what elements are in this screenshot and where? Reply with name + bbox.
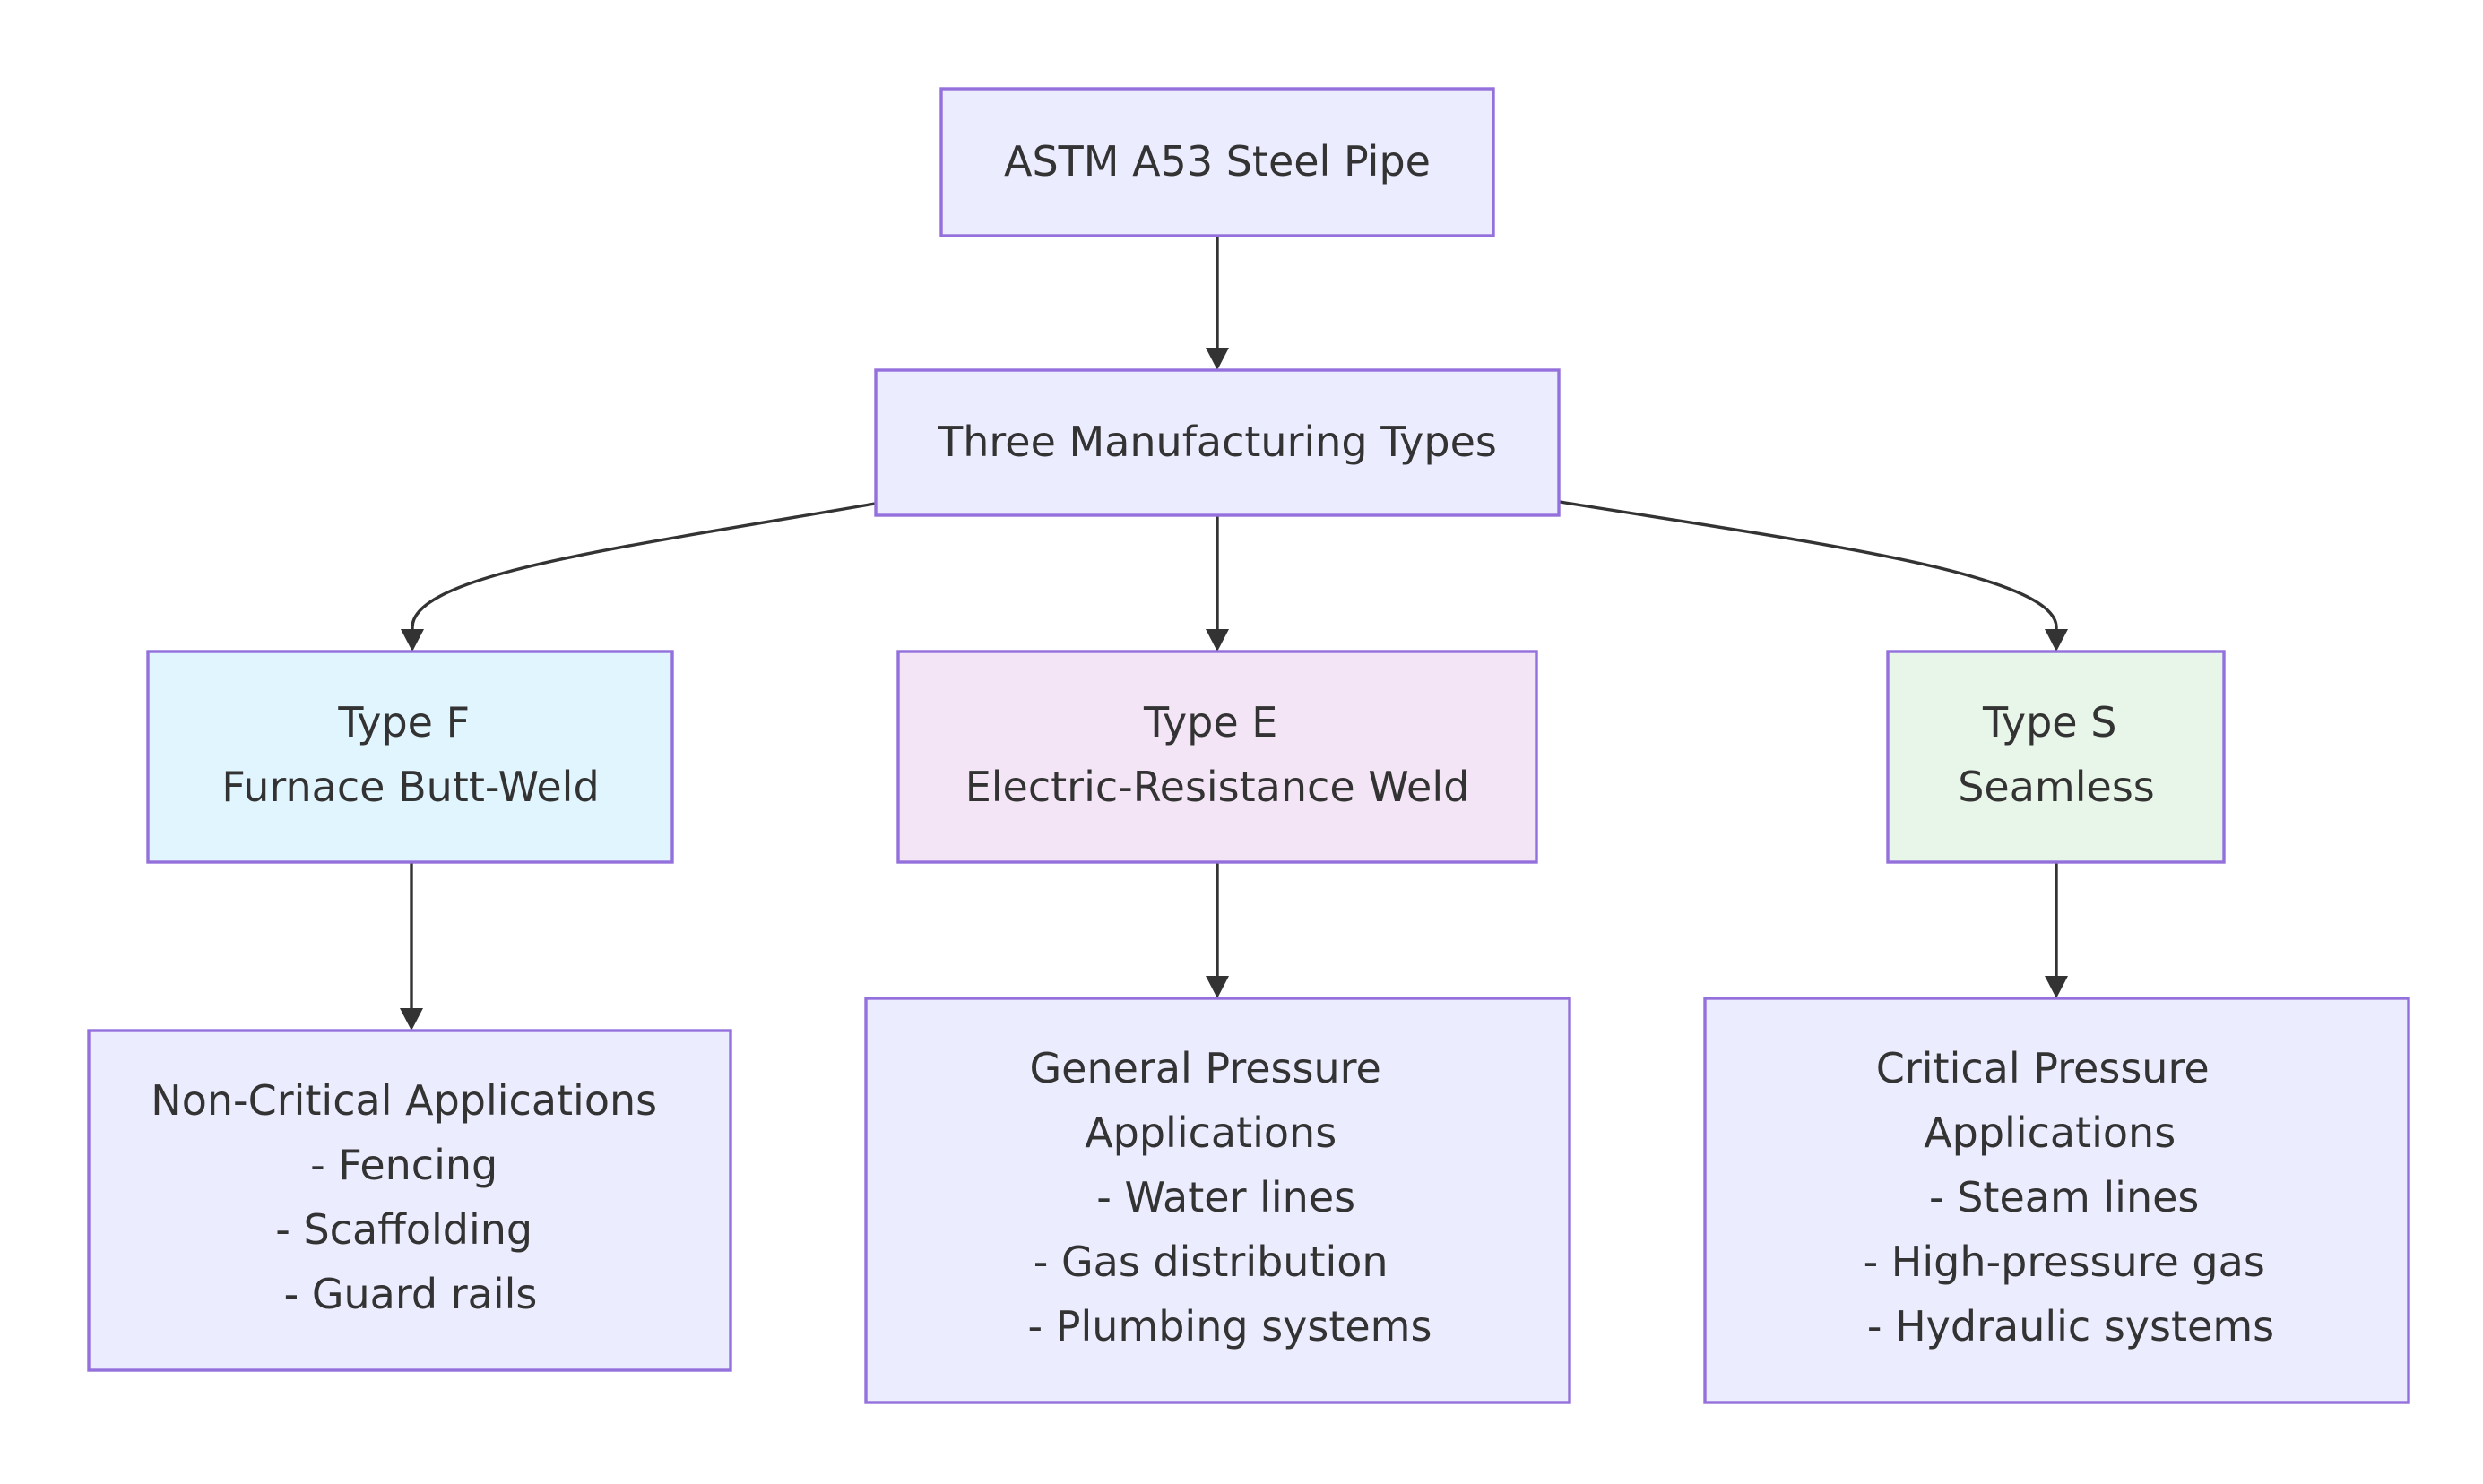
arrowhead-type-s-to-app-s: [2045, 976, 2068, 998]
node-type-f: Type F Furnace Butt-Weld: [146, 650, 674, 864]
arrowhead-types-to-type-e: [1206, 629, 1229, 651]
node-type-f-label: Type F Furnace Butt-Weld: [221, 698, 599, 811]
node-app-f-box: [87, 1029, 732, 1372]
node-type-e: Type E Electric-Resistance Weld: [896, 650, 1538, 864]
arrowhead-types-to-type-f: [401, 629, 424, 651]
arrowhead-type-f-to-app-f: [400, 1008, 423, 1031]
node-app-e-box: [864, 997, 1571, 1404]
node-app-f-label: Non-Critical Applications - Fencing - Sc…: [151, 1076, 670, 1318]
node-root-label: ASTM A53 Steel Pipe: [1004, 137, 1431, 186]
node-type-s: Type S Seamless: [1886, 650, 2226, 864]
node-type-f-box: [146, 650, 674, 864]
node-type-e-label: Type E Electric-Resistance Weld: [965, 698, 1470, 811]
node-root: ASTM A53 Steel Pipe: [939, 87, 1495, 237]
node-app-s-box: [1703, 997, 2410, 1404]
node-type-s-box: [1886, 650, 2226, 864]
node-app-s: Critical Pressure Applications - Steam l…: [1703, 997, 2410, 1404]
node-app-e-label: General Pressure Applications - Water li…: [1028, 1044, 1432, 1350]
node-types: Three Manufacturing Types: [874, 368, 1561, 517]
arrowhead-type-e-to-app-e: [1206, 976, 1229, 998]
node-app-s-label: Critical Pressure Applications - Steam l…: [1864, 1044, 2279, 1350]
node-app-f: Non-Critical Applications - Fencing - Sc…: [87, 1029, 732, 1372]
node-types-label: Three Manufacturing Types: [937, 418, 1497, 466]
arrowhead-types-to-type-s: [2045, 629, 2068, 651]
node-root-box: [939, 87, 1495, 237]
node-types-box: [874, 368, 1561, 517]
node-type-e-box: [896, 650, 1538, 864]
edge-types-to-type-f: [411, 502, 876, 636]
arrowhead-root-to-types: [1206, 348, 1229, 370]
edges: [400, 237, 2068, 1031]
node-app-e: General Pressure Applications - Water li…: [864, 997, 1571, 1404]
edge-types-to-type-s: [1559, 500, 2058, 636]
node-type-s-label: Type S Seamless: [1958, 698, 2155, 811]
